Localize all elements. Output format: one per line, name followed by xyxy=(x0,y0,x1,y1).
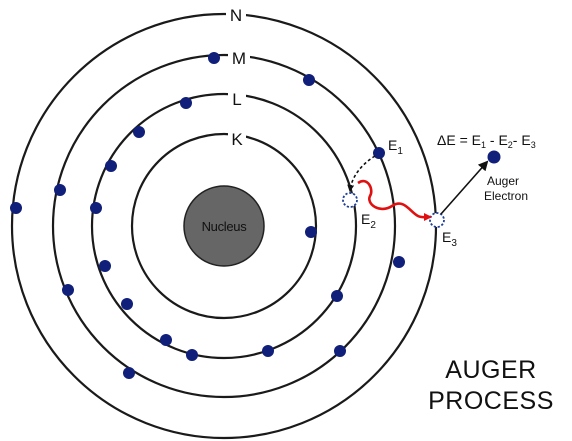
electron xyxy=(105,160,117,172)
electron xyxy=(90,202,102,214)
electron xyxy=(186,349,198,361)
electron xyxy=(123,367,135,379)
shell-label-n: N xyxy=(230,6,242,25)
electron xyxy=(262,345,274,357)
electron xyxy=(160,334,172,346)
electron xyxy=(331,290,343,302)
shell-label-k: K xyxy=(231,130,243,149)
electron xyxy=(62,284,74,296)
label-e3: E3 xyxy=(442,229,457,249)
nucleus-label: Nucleus xyxy=(202,219,248,234)
title-line-2: PROCESS xyxy=(428,387,554,415)
energy-transfer-arrow xyxy=(357,179,432,222)
shell-label-m: M xyxy=(232,49,246,68)
title-line-1: AUGER xyxy=(445,356,536,384)
nucleus xyxy=(183,185,265,267)
electron xyxy=(10,202,22,214)
energy-formula: ΔE = E1 - E2- E3 xyxy=(437,132,536,150)
label-e2: E2 xyxy=(361,211,376,231)
electron xyxy=(133,126,145,138)
shell-label-l: L xyxy=(232,90,241,109)
electron xyxy=(373,147,385,159)
electron xyxy=(393,256,405,268)
shell-l xyxy=(90,92,358,360)
auger-label-line2: Electron xyxy=(484,189,528,203)
electron xyxy=(305,226,317,238)
electron xyxy=(54,184,66,196)
auger-electron xyxy=(487,150,501,164)
electron xyxy=(208,52,220,64)
auger-label-line1: Auger xyxy=(487,174,519,188)
transition-drop-arrow xyxy=(347,155,376,192)
electron xyxy=(99,260,111,272)
auger-emission-arrow xyxy=(440,160,489,215)
electron xyxy=(303,74,315,86)
electron xyxy=(334,345,346,357)
electron xyxy=(121,298,133,310)
label-e1: E1 xyxy=(388,137,403,157)
shell-m xyxy=(51,53,397,399)
vacancy-e3 xyxy=(429,212,445,228)
electron xyxy=(180,97,192,109)
vacancy-e2 xyxy=(342,192,358,208)
shell-k xyxy=(130,132,318,320)
